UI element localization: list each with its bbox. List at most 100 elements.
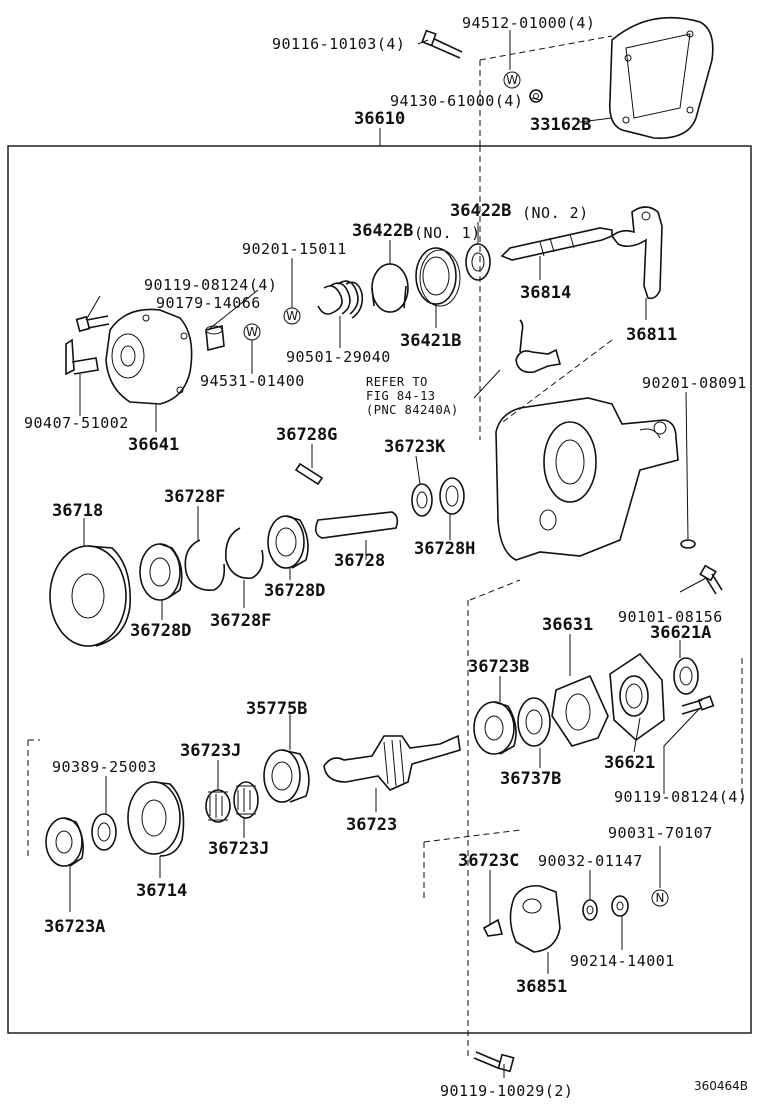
shaft-36814 (500, 227, 613, 261)
washer-90032 (582, 899, 598, 921)
plug-90201-08091 (680, 539, 696, 549)
bearing-36723A (45, 817, 84, 867)
label-90116-10103: 90116-10103(4) (272, 35, 405, 53)
label-36723K: 36723K (384, 437, 446, 457)
bearing-36723B (473, 701, 517, 755)
leader-lines (69, 30, 707, 1078)
ring-36422B-no1 (371, 263, 409, 313)
label-36723B: 36723B (468, 657, 529, 677)
label-36728: 36728 (334, 551, 385, 571)
bolt-90119-right (681, 695, 715, 715)
label-33162B: 33162B (530, 115, 591, 135)
bearing-36723K (411, 483, 433, 517)
label-90214-14001: 90214-14001 (570, 952, 675, 970)
transfer-case-housing (495, 397, 679, 561)
gasket-36631 (551, 674, 609, 747)
breather-90407 (65, 338, 99, 376)
guide-line-left (27, 739, 40, 860)
nut-94130 (529, 89, 543, 103)
label-36851: 36851 (516, 977, 567, 997)
refer-note-line3: (PNC 84240A) (366, 403, 459, 417)
label-90032-01147: 90032-01147 (538, 852, 643, 870)
bolt-90101 (699, 564, 723, 595)
bolt-90119-top (75, 315, 110, 333)
label-36723C: 36723C (458, 851, 519, 871)
label-36718: 36718 (52, 501, 103, 521)
guide-line-case (469, 579, 521, 601)
label-no1: (NO. 1) (414, 224, 481, 242)
needle-bearing-36723J-bottom (233, 781, 259, 819)
shaft-36728 (314, 511, 399, 539)
label-36814: 36814 (520, 283, 571, 303)
label-36811: 36811 (626, 325, 677, 345)
synchronizer-36421B (415, 247, 461, 307)
marker-w-2-text: W (286, 309, 298, 323)
label-36728D-right: 36728D (264, 581, 325, 601)
cover-36641 (105, 308, 193, 405)
label-36723A: 36723A (44, 917, 105, 937)
label-35775B: 35775B (246, 699, 307, 719)
label-90201-08091: 90201-08091 (642, 374, 747, 392)
label-36728H: 36728H (414, 539, 475, 559)
label-36737B: 36737B (500, 769, 561, 789)
label-assembly-36610: 36610 (354, 109, 405, 129)
marker-n-1: N (651, 889, 669, 907)
guide-line-refer (499, 339, 613, 425)
marker-w-1: W (503, 71, 521, 89)
label-36421B: 36421B (400, 331, 461, 351)
label-90119-10029: 90119-10029(2) (440, 1082, 573, 1100)
label-36714: 36714 (136, 881, 187, 901)
marker-w-1-text: W (506, 73, 518, 87)
ring-36422B-no2 (465, 243, 491, 281)
label-90119-08124-top: 90119-08124(4) (144, 276, 277, 294)
label-90179-14066: 90179-14066 (156, 294, 261, 312)
washer-90389 (91, 813, 117, 851)
label-36723J-bottom: 36723J (208, 839, 269, 859)
label-36723: 36723 (346, 815, 397, 835)
label-36621A: 36621A (650, 623, 711, 643)
figure-code: 360464B (694, 1079, 748, 1093)
label-36723J-top: 36723J (180, 741, 241, 761)
snap-ring-36728F-bottom (224, 527, 264, 579)
washer-36728H (439, 477, 465, 515)
label-36728D-left: 36728D (130, 621, 191, 641)
washer-90214 (611, 895, 629, 917)
fork-36811 (610, 206, 663, 300)
bolt-90116 (421, 29, 463, 59)
snap-ring-36728F-top (184, 539, 226, 591)
marker-w-3-text: W (246, 325, 258, 339)
marker-w-3: W (243, 323, 261, 341)
label-94531-01400: 94531-01400 (200, 372, 305, 390)
label-36728F-top: 36728F (164, 487, 225, 507)
label-36641: 36641 (128, 435, 179, 455)
label-no2: (NO. 2) (522, 204, 589, 222)
bearing-36728D-right (267, 515, 309, 569)
gasket-33162B (608, 16, 714, 139)
refer-note-line1: REFER TO (366, 375, 428, 389)
marker-w-2: W (283, 307, 301, 325)
needle-bearing-36723J-top (205, 789, 231, 823)
label-90119-08124-right: 90119-08124(4) (614, 788, 747, 806)
label-36728F-bottom: 36728F (210, 611, 271, 631)
label-90201-15011: 90201-15011 (242, 240, 347, 258)
shim-36737B (517, 697, 551, 747)
label-36631: 36631 (542, 615, 593, 635)
cover-36851 (509, 884, 561, 953)
label-90031-70107: 90031-70107 (608, 824, 713, 842)
label-94130-61000: 94130-61000(4) (390, 92, 523, 110)
bolt-90119-bottom (473, 1051, 515, 1073)
assembly-frame (7, 145, 752, 1034)
gear-36718 (49, 545, 131, 647)
refer-note-line2: FIG 84-13 (366, 389, 436, 403)
label-36621: 36621 (604, 753, 655, 773)
gear-36714 (127, 781, 185, 857)
gear-shaft-36723 (323, 734, 461, 791)
label-36422B-no2: 36422B (450, 201, 511, 221)
label-90389-25003: 90389-25003 (52, 758, 157, 776)
label-90501-29040: 90501-29040 (286, 348, 391, 366)
spring-90501 (317, 280, 364, 319)
label-36728G: 36728G (276, 425, 337, 445)
bearing-36728D-left (139, 543, 183, 601)
key-36728G (294, 462, 324, 486)
